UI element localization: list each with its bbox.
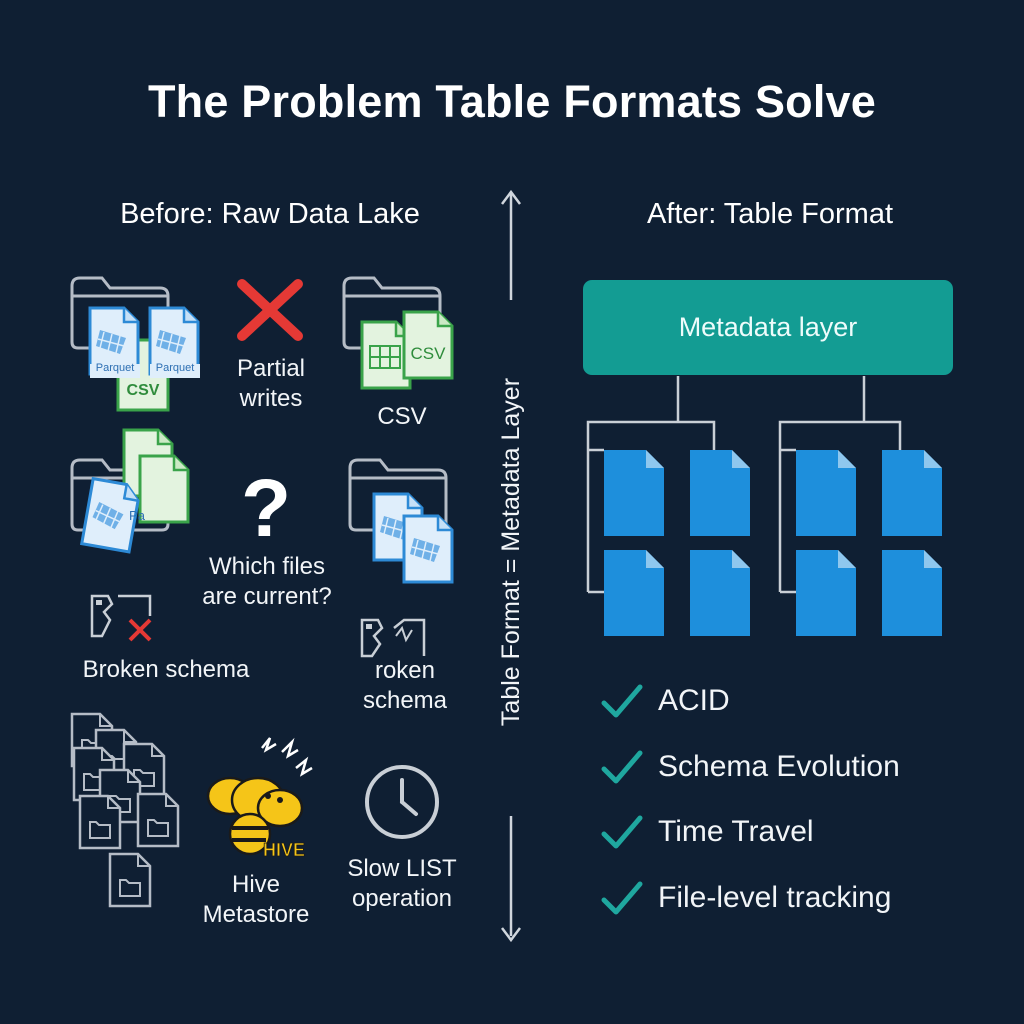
parquet-tag: Parquet [155, 362, 195, 374]
benefit-item: Time Travel [600, 810, 814, 854]
file-icon [882, 550, 942, 636]
parquet-tag: Parquet [95, 362, 135, 374]
hive-logo-text: HIVE [263, 840, 305, 860]
broken-schema-label: Broken schema [82, 656, 250, 683]
file-icon [690, 550, 750, 636]
metadata-layer-box: Metadata layer [583, 280, 953, 375]
check-icon [601, 881, 643, 915]
hive-logo-icon [206, 737, 313, 856]
csv-tag: CSV [126, 382, 160, 399]
benefit-item: ACID [600, 679, 730, 723]
divider-arrow [501, 189, 521, 943]
slow-list-label: Slow LIST operation [347, 855, 457, 912]
file-icon [796, 450, 856, 536]
benefit-label: ACID [658, 684, 730, 717]
partial-writes-label: Partial writes [236, 355, 306, 412]
check-icon [601, 684, 643, 718]
benefit-label: Time Travel [658, 815, 814, 848]
csv-tag: CSV [410, 344, 446, 363]
csv-label: CSV [377, 403, 427, 430]
hive-metastore-label: Hive Metastore [202, 871, 310, 928]
before-heading: Before: Raw Data Lake [120, 198, 420, 230]
benefit-label: File-level tracking [658, 881, 892, 914]
broken-schema-label: roken schema [362, 657, 448, 714]
benefit-item: File-level tracking [600, 876, 891, 920]
check-icon [601, 750, 643, 784]
spreadsheet-file-icon [360, 320, 412, 390]
file-icon [604, 550, 664, 636]
file-icon [604, 450, 664, 536]
which-files-label: Which files are current? [202, 553, 332, 610]
question-icon: ? [241, 463, 291, 554]
file-icon [796, 550, 856, 636]
parquet-tag: Pa [129, 508, 145, 523]
file-icon [690, 450, 750, 536]
clock-icon [365, 765, 439, 839]
metadata-tree [586, 376, 942, 636]
benefit-item: Schema Evolution [600, 745, 900, 789]
broken-file-icon [90, 594, 152, 642]
benefit-label: Schema Evolution [658, 750, 900, 783]
parquet-file-icon [402, 514, 454, 584]
page-title: The Problem Table Formats Solve [147, 76, 877, 127]
after-heading: After: Table Format [646, 198, 894, 230]
check-icon [601, 815, 643, 849]
file-icon [882, 450, 942, 536]
file-stack-icon [70, 712, 180, 908]
divider-caption: Table Format = Metadata Layer [497, 377, 525, 727]
error-cross-icon [237, 279, 303, 341]
broken-file-icon [360, 618, 426, 658]
